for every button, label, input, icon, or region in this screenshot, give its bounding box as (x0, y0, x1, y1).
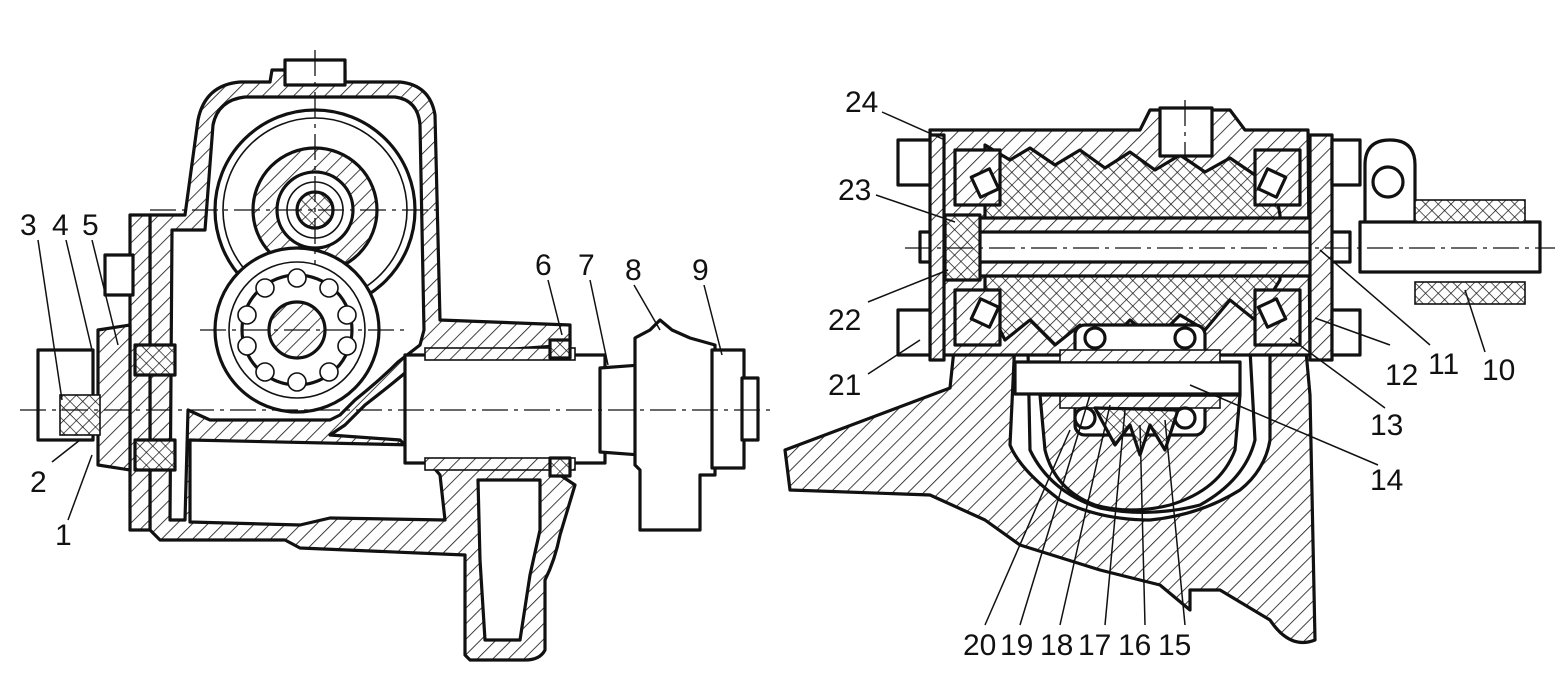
roller-pin-bottom-left (1073, 406, 1097, 430)
worm-shaft-core (918, 230, 1352, 264)
label-6: 6 (535, 249, 552, 282)
label-11: 11 (1428, 348, 1459, 381)
roller-axle-bottom (1059, 395, 1221, 409)
label-22: 22 (828, 304, 861, 337)
steering-column (1358, 220, 1542, 274)
cover-bolt-lower (896, 308, 932, 357)
flange-bolt (1371, 165, 1405, 199)
roller-pin-top-left (1083, 326, 1107, 350)
label-20: 20 (963, 629, 996, 662)
label-2: 2 (30, 466, 47, 499)
roller-top-right (1256, 167, 1288, 199)
shaft-bushing-bottom (424, 457, 576, 471)
right-bolt-upper (1330, 138, 1362, 187)
label-10: 10 (1482, 354, 1515, 387)
label-21: 21 (828, 369, 861, 402)
sector-shaft-body (403, 353, 607, 465)
label-9: 9 (692, 254, 709, 287)
roller-shaft (1013, 360, 1242, 396)
column-spring-bottom (1414, 281, 1526, 305)
shaft-end (740, 376, 760, 442)
column-spring-top (1414, 199, 1526, 223)
cover-bolt-upper (896, 138, 932, 187)
label-19: 19 (1000, 629, 1033, 662)
roller-bottom-right (1256, 297, 1288, 329)
label-1: 1 (55, 519, 72, 552)
label-5: 5 (82, 209, 99, 242)
roller-top-left (969, 167, 1001, 199)
label-24: 24 (845, 86, 878, 119)
cover-cap (96, 323, 132, 472)
label-13: 13 (1370, 409, 1403, 442)
triple-roller (1093, 406, 1180, 457)
label-14: 14 (1370, 464, 1403, 497)
adjust-screw (59, 394, 101, 436)
lower-gear-rim (228, 261, 366, 399)
bracket-slot (476, 478, 542, 642)
label-12: 12 (1385, 359, 1418, 392)
bearing-block-top (133, 343, 177, 377)
pitman-arm (633, 318, 717, 532)
roller-bottom-left (969, 297, 1001, 329)
right-section-view (783, 100, 1555, 645)
label-4: 4 (52, 209, 69, 242)
label-18: 18 (1040, 629, 1073, 662)
bearing-block-bottom (133, 438, 177, 472)
shaft-bushing-top (424, 347, 576, 361)
shaft-nut (710, 348, 746, 470)
label-7: 7 (578, 249, 595, 282)
shaft-seal-top (548, 338, 572, 360)
needle-rollers (237, 268, 357, 392)
label-23: 23 (838, 174, 871, 207)
label-17: 17 (1078, 629, 1111, 662)
label-15: 15 (1158, 629, 1191, 662)
roller-pin-top-right (1173, 326, 1197, 350)
cover-bolt-top (103, 253, 135, 297)
label-16: 16 (1118, 629, 1151, 662)
left-section-view (20, 50, 770, 662)
shaft-seal-bottom (548, 456, 572, 478)
label-3: 3 (20, 209, 37, 242)
filler-plug (1158, 106, 1214, 158)
roller-axle-top (1059, 349, 1221, 363)
part-labels: 1 2 3 4 5 6 7 8 9 10 11 12 13 14 15 16 1… (20, 86, 1515, 662)
label-8: 8 (625, 254, 642, 287)
leader-lines (37, 111, 1486, 626)
